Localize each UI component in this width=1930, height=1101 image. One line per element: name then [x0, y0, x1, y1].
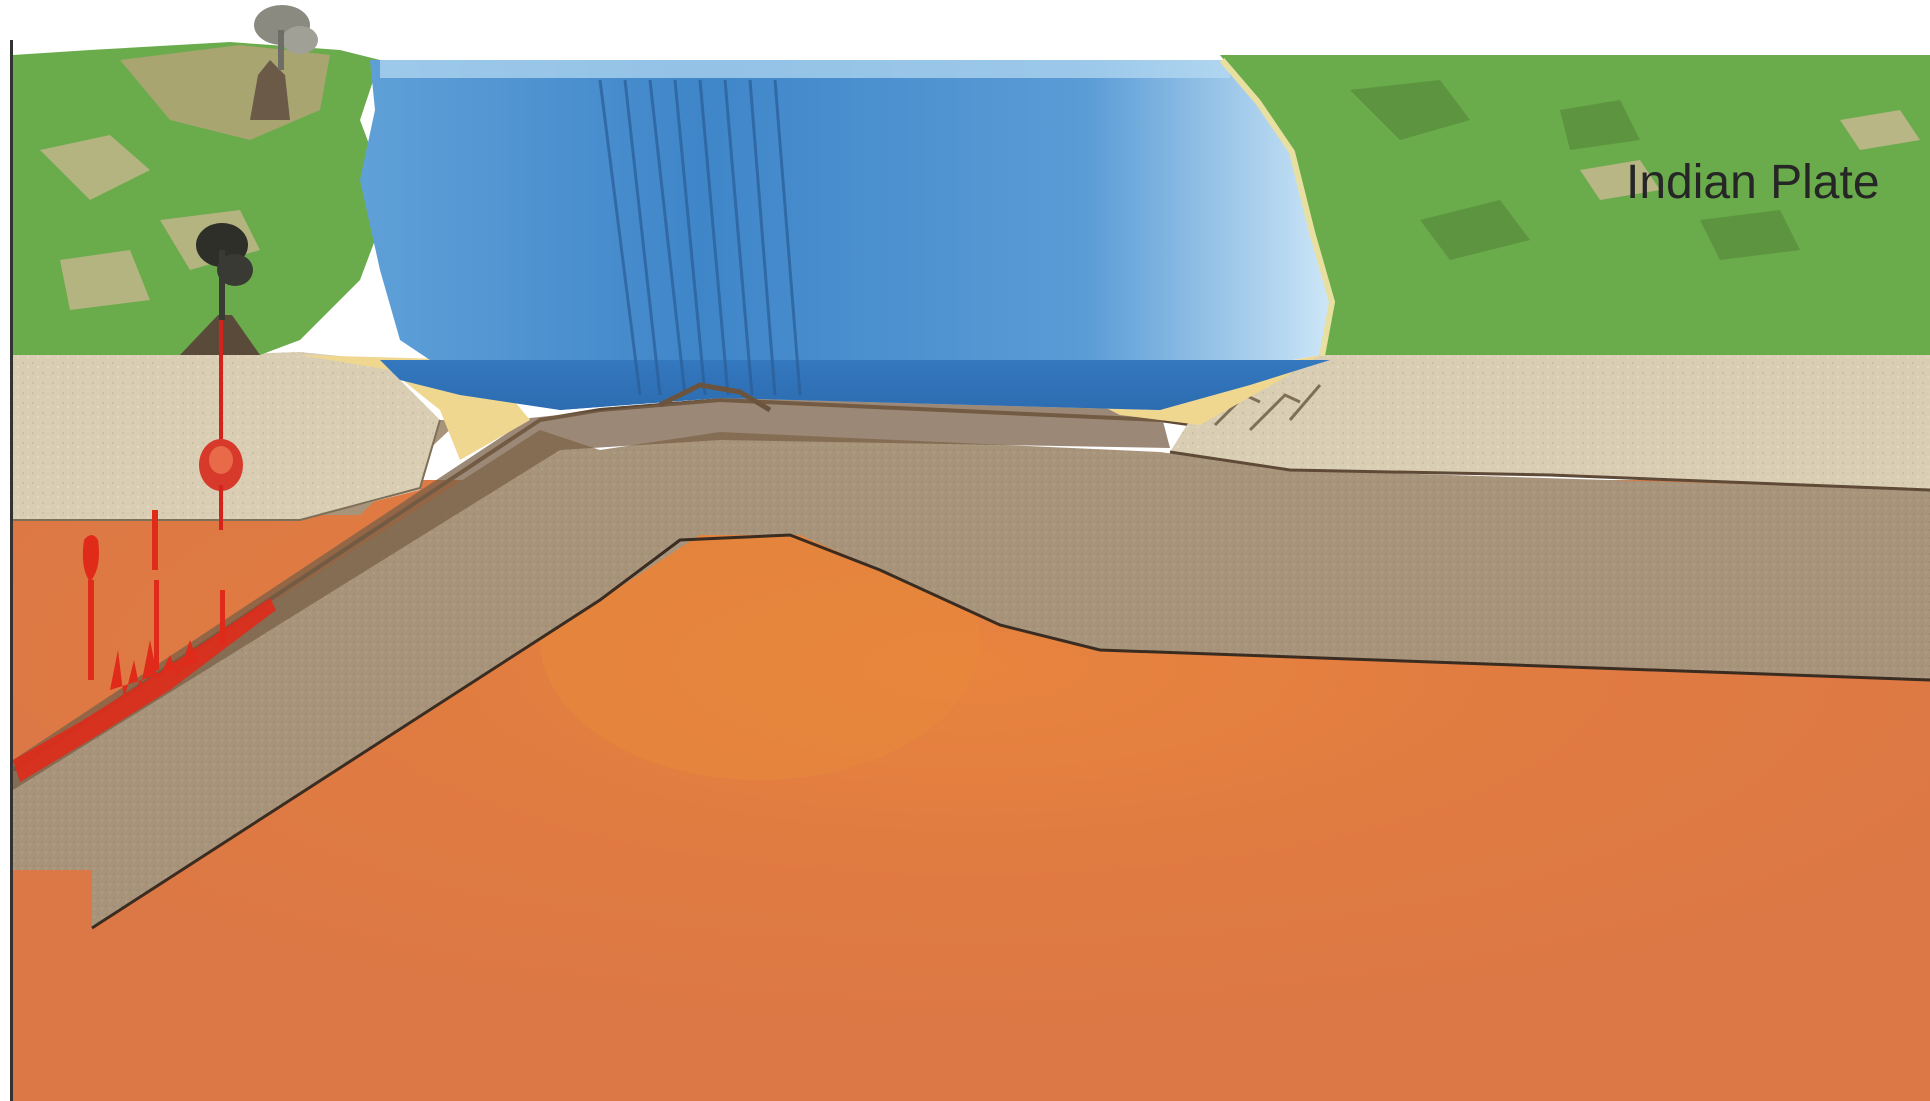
left-border: [10, 40, 13, 1101]
plate-label: Indian Plate: [1626, 156, 1880, 209]
ocean-surface-line: [380, 60, 1230, 78]
ocean: [360, 60, 1330, 410]
left-continental-crust: [13, 352, 440, 520]
